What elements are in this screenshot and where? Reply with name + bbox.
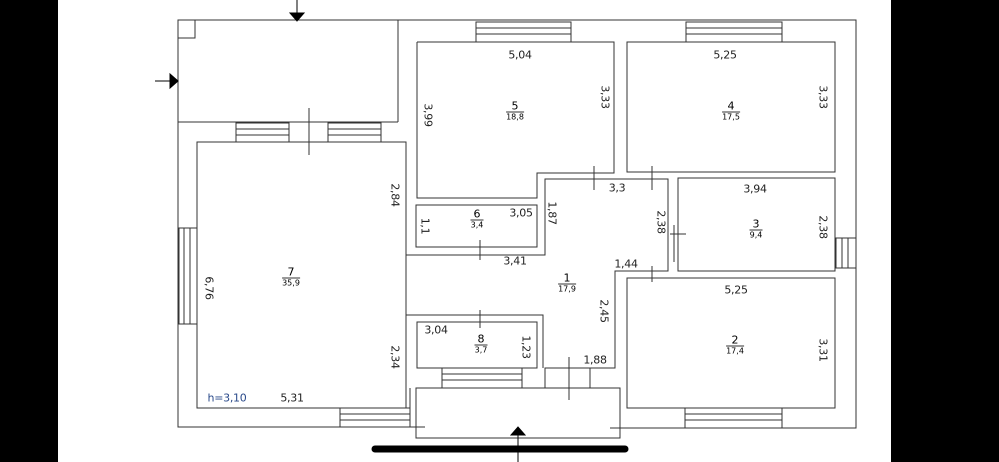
ceiling-height-label: h=3,10 xyxy=(207,391,247,405)
room-area: 18,8 xyxy=(506,112,524,122)
dim-r3-height-left: 2,38 xyxy=(654,210,668,234)
dim-r3-width: 3,94 xyxy=(743,182,767,196)
left-black-margin xyxy=(0,0,58,462)
room-number: 3 xyxy=(749,219,763,231)
room-area: 17,9 xyxy=(558,284,576,294)
dim-r1-c: 3,41 xyxy=(503,254,527,268)
dim-r7-d: 5,31 xyxy=(280,391,304,405)
dim-r1-f: 1,88 xyxy=(583,353,607,367)
room-number: 7 xyxy=(282,267,300,279)
dim-r2-width: 5,25 xyxy=(724,283,748,297)
dim-r1-d: 1,44 xyxy=(614,257,638,271)
room-area: 3,4 xyxy=(470,220,484,230)
room-number: 2 xyxy=(726,335,744,347)
dim-r5-width: 5,04 xyxy=(508,48,532,62)
dim-r5-height-right: 3,33 xyxy=(598,85,612,109)
room-area: 9,4 xyxy=(749,230,763,240)
room-area: 17,5 xyxy=(722,112,740,122)
dim-r4-height: 3,33 xyxy=(816,85,830,109)
windows xyxy=(178,21,857,429)
dim-r1-b: 1,87 xyxy=(545,201,559,225)
doors xyxy=(308,108,686,400)
dim-r8-width: 3,04 xyxy=(424,323,448,337)
room-area: 3,7 xyxy=(474,345,488,355)
dim-r8-height: 1,23 xyxy=(519,335,533,359)
dim-r4-width: 5,25 xyxy=(713,48,737,62)
right-black-margin xyxy=(891,0,999,462)
room-number: 4 xyxy=(722,101,740,113)
room-area: 17,4 xyxy=(726,346,744,356)
room-number: 1 xyxy=(558,273,576,285)
dim-r3-height: 2,38 xyxy=(816,215,830,239)
entrance-arrows xyxy=(155,0,527,462)
dim-r1-e: 2,45 xyxy=(597,299,611,323)
dim-r2-height: 3,31 xyxy=(816,338,830,362)
dim-r7-c: 2,34 xyxy=(388,345,402,369)
dim-r6-width: 3,05 xyxy=(509,206,533,220)
room-area: 35,9 xyxy=(282,278,300,288)
dim-r5-height: 3,99 xyxy=(421,103,435,127)
room-number: 8 xyxy=(474,334,488,346)
room-number: 6 xyxy=(470,209,484,221)
dim-r7-b: 6,76 xyxy=(202,276,216,300)
dim-r1-a: 3,3 xyxy=(608,181,626,195)
room-number: 5 xyxy=(506,101,524,113)
dim-r6-height: 1,1 xyxy=(418,217,432,235)
dim-r7-a: 2,84 xyxy=(388,183,402,207)
